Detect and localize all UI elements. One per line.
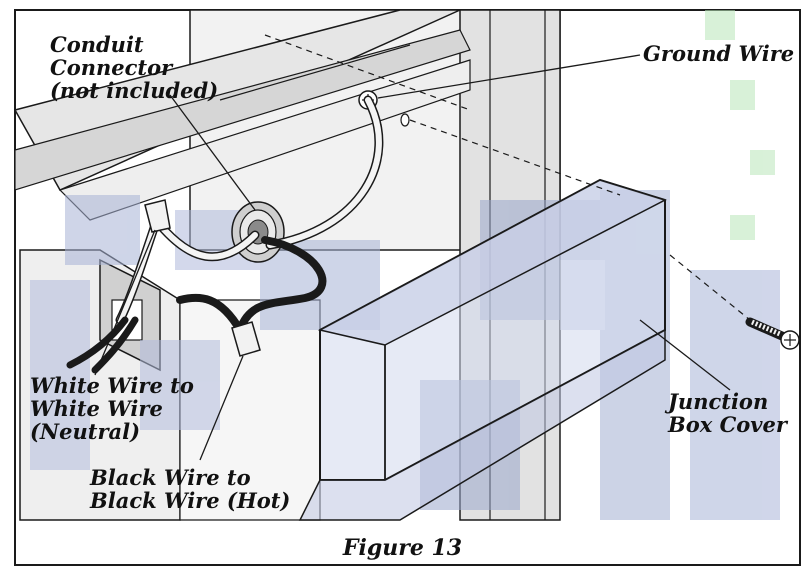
junction-box-line-2: Box Cover — [668, 412, 787, 437]
ground-wire-text: Ground Wire — [643, 41, 795, 66]
wires — [66, 95, 384, 374]
white-wire-label: White Wire to White Wire (Neutral) — [30, 374, 194, 443]
conduit-connector-label: Conduit Connector (not included) — [50, 33, 218, 102]
black-wire-line-1: Black Wire to — [90, 465, 251, 490]
conduit-connector-line-2: Connector — [50, 55, 173, 80]
white-wire-line-3: (Neutral) — [30, 419, 141, 444]
black-wire-label: Black Wire to Black Wire (Hot) — [90, 466, 290, 512]
conduit-connector-line-3: (not included) — [50, 78, 219, 103]
junction-box-cover-label: Junction Box Cover — [668, 390, 787, 436]
white-wire-line-1: White Wire to — [30, 373, 194, 398]
junction-box-cover — [298, 178, 667, 521]
ground-wire-label: Ground Wire — [643, 42, 794, 65]
white-wire-nut — [144, 199, 171, 233]
alignment-lines — [264, 34, 751, 321]
black-wire-nut — [231, 321, 261, 357]
figure-caption: Figure 13 — [342, 535, 463, 561]
leader-lines — [94, 54, 731, 461]
cover-screw — [745, 317, 800, 350]
junction-box-line-1: Junction — [668, 389, 769, 414]
green-overlay — [705, 10, 775, 240]
conduit-connector-line-1: Conduit — [50, 32, 144, 57]
black-wire-line-2: Black Wire (Hot) — [90, 488, 291, 513]
white-wire-line-2: White Wire — [30, 396, 163, 421]
